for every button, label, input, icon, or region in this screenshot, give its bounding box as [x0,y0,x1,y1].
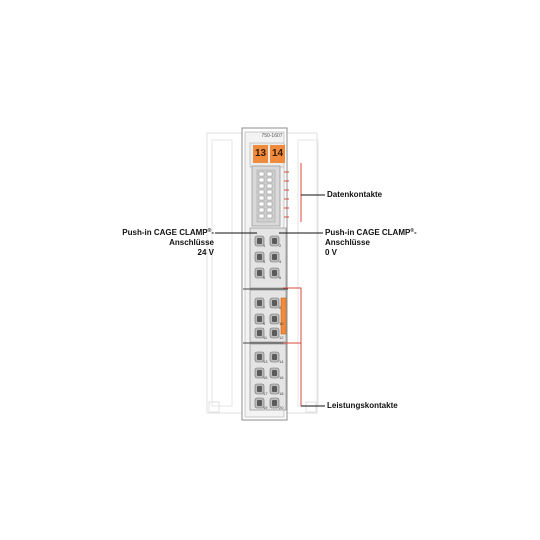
pin-number: 8 [279,305,282,310]
right-connector-reg-mark: ® [410,228,415,234]
pin-number: 20 [279,405,284,410]
clamp-spring [272,400,277,406]
data-contact-cell [266,213,273,219]
clamp-spring [257,300,262,306]
left-connector-label: Push-in CAGE CLAMP®- Anschlüsse 24 V [104,228,214,258]
data-contact-cell [266,177,273,183]
data-contact-cell [258,201,265,207]
clamp-spring [272,354,277,360]
pin-number: 10 [279,321,284,326]
data-contact-cell [266,183,273,189]
data-contact-cell [266,207,273,213]
data-contact-cell [258,171,265,177]
clamp-spring [257,316,262,322]
clamp-spring [257,270,262,276]
pin-number: 14 [279,359,284,364]
clamp-spring [257,386,262,392]
data-contact-ticks [284,171,289,218]
right-connector-subtitle: Anschlüsse [325,238,370,247]
clamp-spring [257,238,262,244]
data-contacts-label: Datenkontakte [327,190,383,199]
clamp-spring [272,254,277,260]
pin-number: 2 [279,243,282,248]
pin-number: 16 [279,375,284,380]
data-contacts-strip [258,171,273,219]
clamp-spring [257,354,262,360]
clamp-spring [272,386,277,392]
left-connector-voltage: 24 V [197,248,214,257]
clamp-spring [257,254,262,260]
data-contact-cell [258,183,265,189]
clamp-spring [272,370,277,376]
data-contact-cell [266,171,273,177]
power-contacts-label: Leistungskontakte [327,401,398,410]
clamp-spring [272,238,277,244]
pin-number: 19 [263,405,268,410]
leader-data-contacts [300,163,325,222]
pin-number: 13 [263,359,268,364]
left-connector-reg-mark: ® [207,228,212,234]
data-contact-cell [258,213,265,219]
leader-power-contacts [283,287,325,407]
pin-number: 12 [279,335,284,340]
power-jumper [280,297,287,335]
pin-number: 7 [263,305,266,310]
clamp-spring [272,330,277,336]
data-contact-cell [266,189,273,195]
pin-number: 15 [263,375,268,380]
data-contact-cell [266,201,273,207]
channel-tag-13: 13 [253,145,268,163]
pin-number: 5 [263,275,266,280]
right-connector-label: Push-in CAGE CLAMP®- Anschlüsse 0 V [325,228,435,258]
clamp-spring [272,270,277,276]
pin-number: 3 [263,259,266,264]
push-in-clamp-rows [254,235,280,409]
left-connector-subtitle: Anschlüsse [169,238,214,247]
right-connector-voltage: 0 V [325,248,338,257]
channel-tag-14: 14 [270,145,285,163]
right-connector-title: Push-in CAGE CLAMP [325,228,411,237]
pin-number: 1 [263,243,266,248]
clamp-spring [257,400,262,406]
pin-number: 18 [279,391,284,396]
pin-number: 9 [263,321,266,326]
clamp-spring [257,370,262,376]
pin-number: 17 [263,391,268,396]
pin-number: 11 [263,335,268,340]
data-contact-cell [258,177,265,183]
module-model-label: 750-1607 [261,133,283,139]
right-connector-title-dash: - [414,228,417,237]
clamp-spring [272,300,277,306]
left-connector-title-dash: - [211,228,214,237]
data-contact-cell [266,195,273,201]
section-dividers [243,288,288,344]
data-contact-cell [258,189,265,195]
left-connector-title: Push-in CAGE CLAMP [122,228,208,237]
data-contact-cell [258,207,265,213]
pin-number: 4 [279,259,282,264]
clamp-spring [257,330,262,336]
data-contact-cell [258,195,265,201]
pin-number: 6 [279,275,282,280]
clamp-spring [272,316,277,322]
